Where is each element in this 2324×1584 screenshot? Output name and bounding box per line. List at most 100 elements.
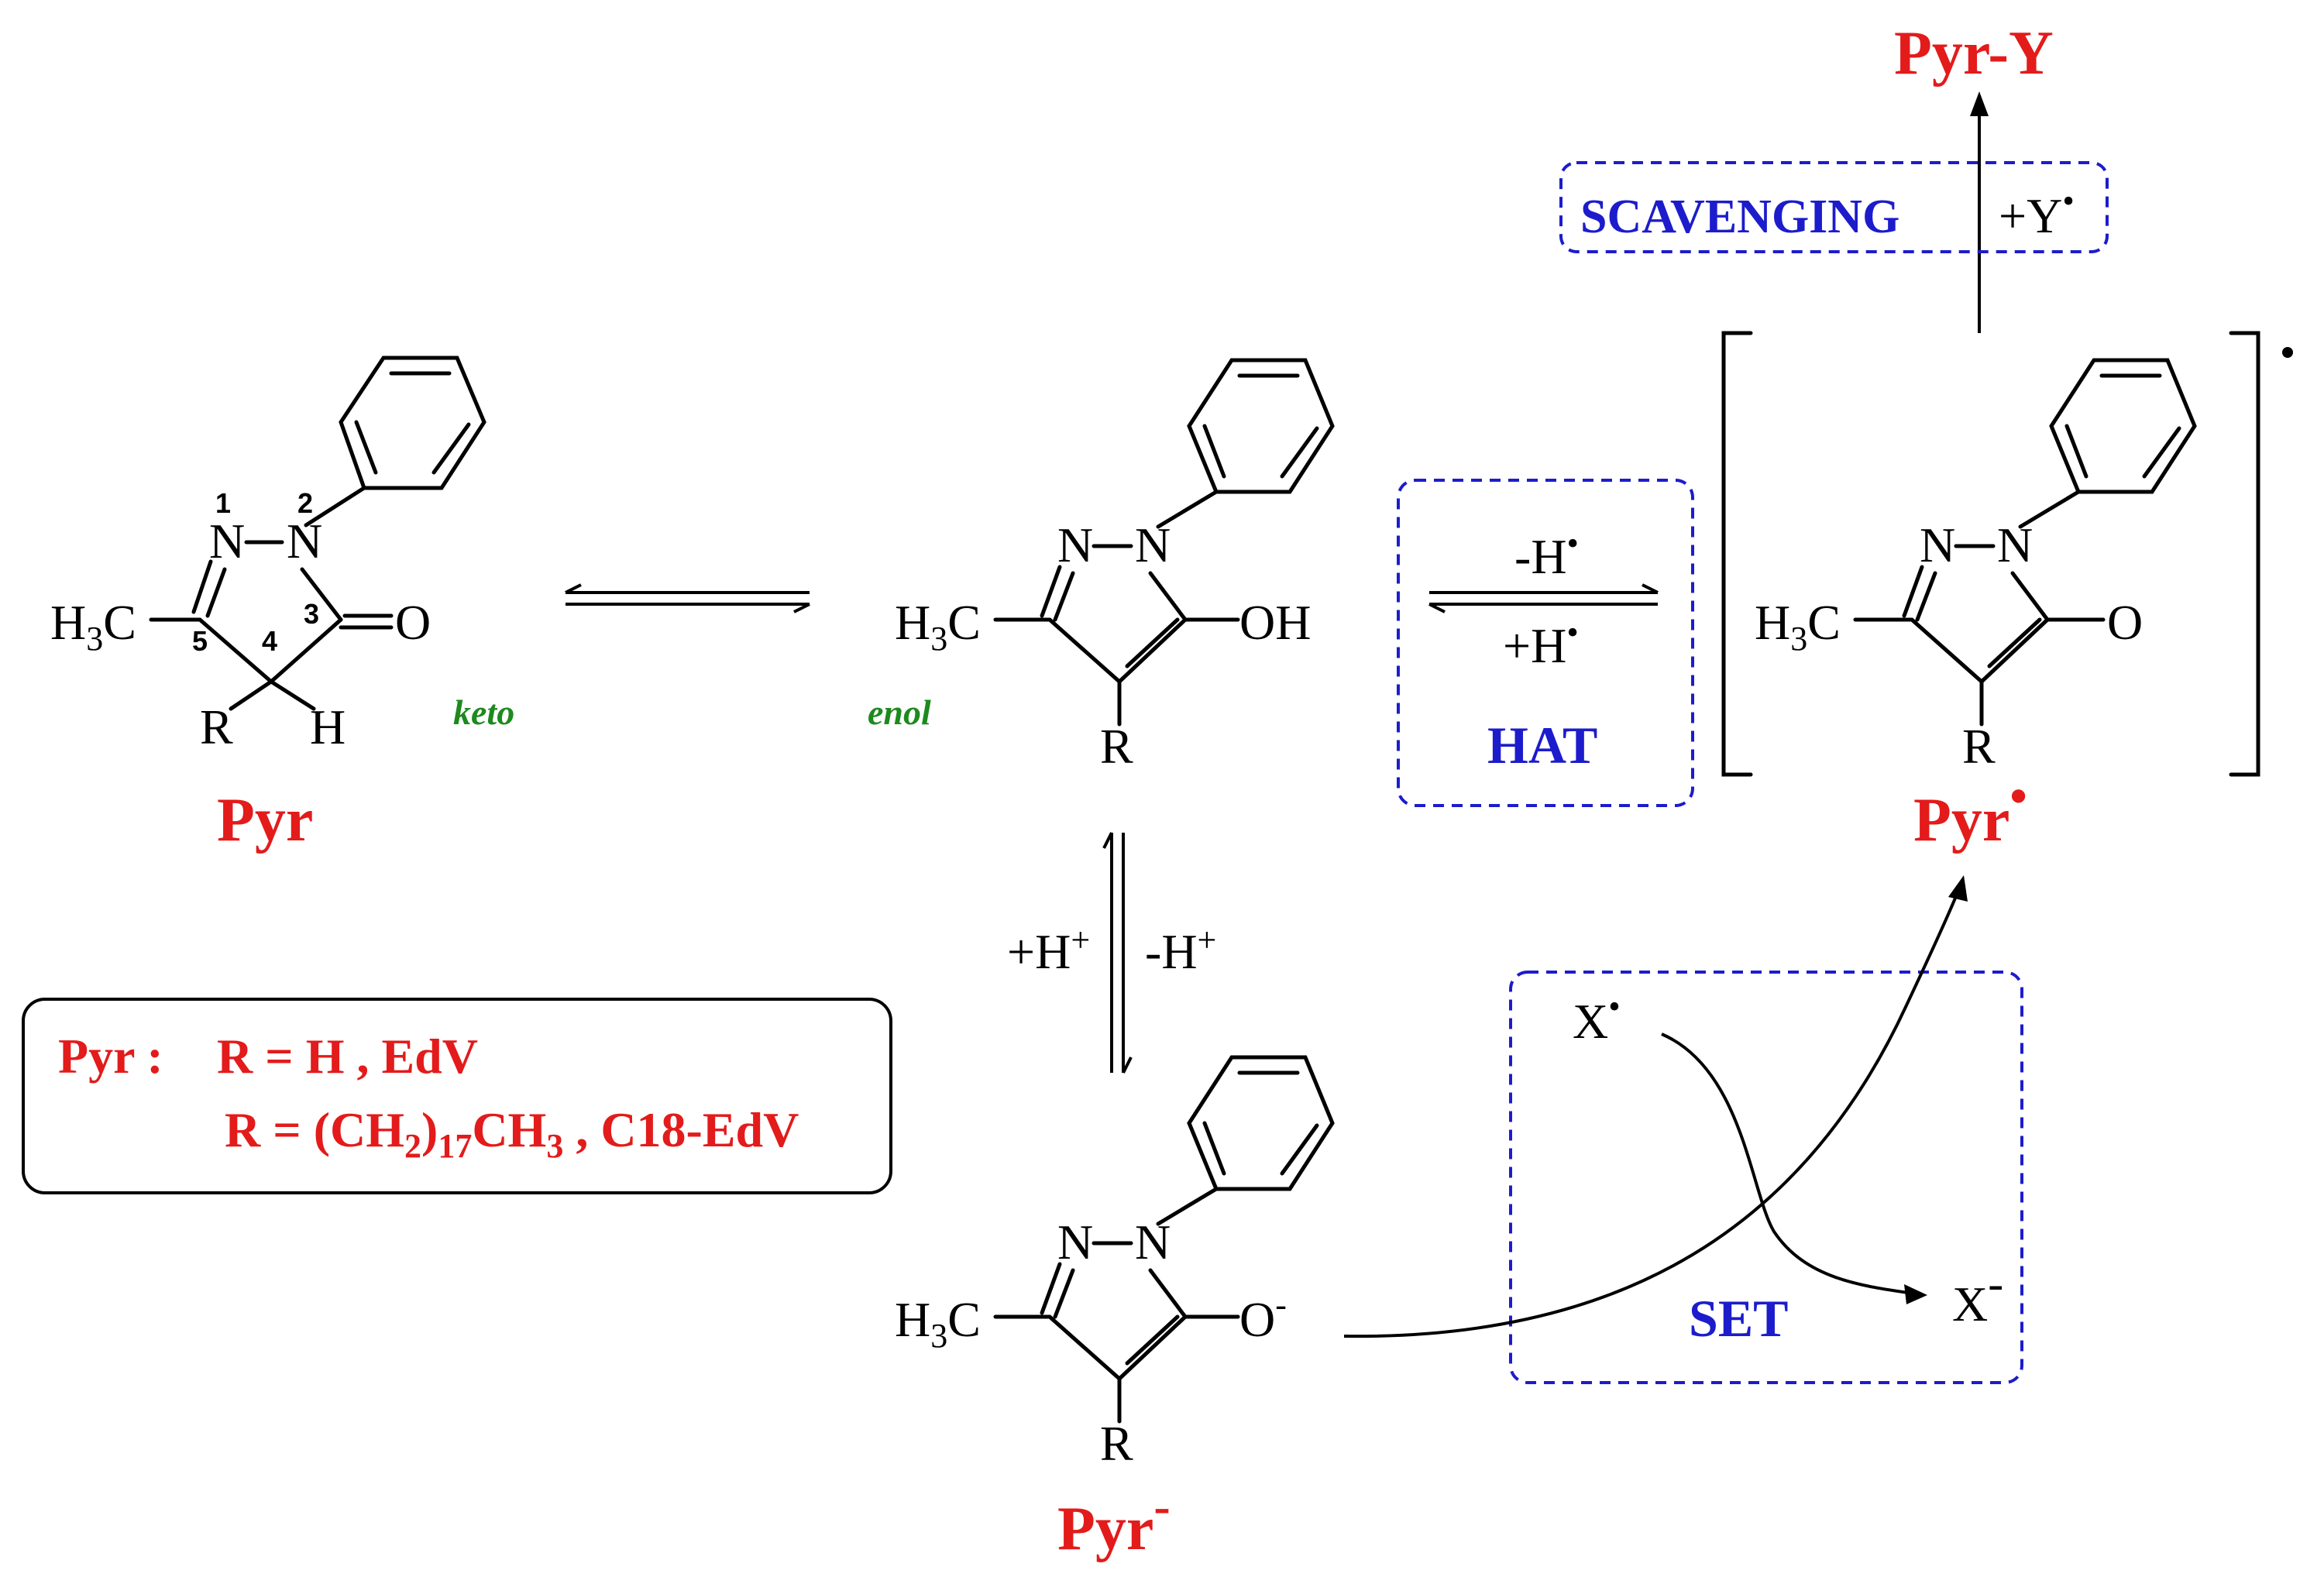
bond xyxy=(205,567,227,618)
methyl-group: H3C xyxy=(895,595,981,658)
bond xyxy=(229,679,273,711)
hat-box xyxy=(1397,479,1694,807)
bond xyxy=(1040,1262,1062,1315)
atom-h: H xyxy=(310,699,346,754)
radical-dot xyxy=(2282,347,2293,358)
atom-o: O xyxy=(2107,595,2143,650)
phenyl-ring xyxy=(339,356,486,490)
legend-box xyxy=(22,998,892,1194)
phenyl-ring xyxy=(2049,358,2197,494)
locant-2: 2 xyxy=(297,487,313,519)
label-pyr: Pyr xyxy=(217,786,313,854)
label-pyr-radical: Pyr• xyxy=(1913,768,2027,854)
label-plus-h-proton: +H+ xyxy=(1007,921,1090,979)
bond xyxy=(431,422,471,475)
locant-4: 4 xyxy=(262,625,277,657)
legend-prefix: Pyr : xyxy=(58,1029,163,1084)
atom-n1: N xyxy=(209,514,245,569)
legend-line-1: R = H , EdV xyxy=(217,1029,478,1084)
methyl-group: H3C xyxy=(50,595,136,658)
radical-structure: N N O H3C R Pyr• xyxy=(1721,331,2293,854)
anion-structure: N N O- H3C R Pyr- xyxy=(895,1055,1335,1563)
label-minus-h-radical: -H• xyxy=(1514,524,1579,584)
right-bracket xyxy=(2229,331,2260,777)
bond xyxy=(1979,617,2050,684)
label-pyr-anion: Pyr- xyxy=(1057,1479,1171,1563)
bond xyxy=(1148,571,1188,622)
hat-equilibrium-arrow xyxy=(1428,583,1659,613)
bond xyxy=(1053,1268,1075,1319)
locant-3: 3 xyxy=(304,598,319,630)
label-keto: keto xyxy=(453,692,514,732)
bond xyxy=(1047,617,1122,684)
label-minus-h-proton: -H+ xyxy=(1145,921,1216,979)
bond xyxy=(1117,1314,1188,1381)
enol-structure: N N OH H3C R enol xyxy=(868,358,1335,774)
bond xyxy=(1202,424,1226,479)
scavenging-arrow xyxy=(1970,91,1989,333)
bond xyxy=(1915,571,1937,622)
methyl-group: H3C xyxy=(1755,595,1841,658)
label-x-anion: X- xyxy=(1952,1258,2003,1331)
bond xyxy=(1148,1268,1188,1319)
atom-n1: N xyxy=(1920,517,1955,572)
phenyl-ring xyxy=(1187,358,1335,494)
bond xyxy=(1053,571,1075,622)
label-plus-h-radical: +H• xyxy=(1503,613,1579,673)
label-x-radical: X• xyxy=(1573,988,1621,1049)
set-box xyxy=(1509,971,2023,1384)
arrowhead xyxy=(1948,875,1968,902)
atom-n2: N xyxy=(1135,1215,1171,1270)
atom-oh: OH xyxy=(1239,595,1311,650)
atom-o-minus: O- xyxy=(1239,1286,1287,1347)
label-enol: enol xyxy=(868,692,931,732)
bond xyxy=(300,567,343,622)
atom-o: O xyxy=(395,595,431,650)
bond xyxy=(354,420,378,475)
atom-r: R xyxy=(1100,1416,1133,1471)
bond xyxy=(1047,1314,1122,1381)
label-scavenging: SCAVENGING xyxy=(1580,191,1899,243)
atom-n1: N xyxy=(1057,517,1093,572)
atom-n2: N xyxy=(287,514,322,569)
bond xyxy=(269,617,343,684)
locant-5: 5 xyxy=(192,625,208,657)
bond xyxy=(1040,565,1062,618)
oxidation-arrow xyxy=(1343,886,1961,1338)
bond xyxy=(1987,617,2042,668)
bond xyxy=(1910,617,1984,684)
bond xyxy=(304,486,366,527)
methyl-group: H3C xyxy=(895,1292,981,1355)
bond xyxy=(2142,426,2181,479)
deprotonation-equilibrium-arrow xyxy=(1102,832,1133,1074)
keto-structure: N N 1 2 3 4 5 O H3C R H Pyr keto xyxy=(50,356,514,854)
left-bracket xyxy=(1721,331,1753,777)
bond xyxy=(1202,1121,1226,1176)
bond xyxy=(1156,1187,1219,1226)
bond xyxy=(1125,617,1180,668)
bond xyxy=(1902,565,1924,618)
label-hat: HAT xyxy=(1487,716,1597,775)
electron-transfer-arrow xyxy=(1661,1033,1914,1295)
bond xyxy=(1125,1314,1180,1366)
tautomer-equilibrium-arrow xyxy=(565,583,810,613)
legend-line-2: R = (CH2)17CH3 , C18-EdV xyxy=(225,1102,799,1165)
atom-n2: N xyxy=(1135,517,1171,572)
atom-r: R xyxy=(1100,719,1133,774)
phenyl-ring xyxy=(1187,1055,1335,1191)
scavenging-box xyxy=(1559,161,2109,253)
bond xyxy=(1280,1123,1319,1176)
bond xyxy=(1280,426,1319,479)
arrowhead xyxy=(1904,1284,1927,1304)
atom-n2: N xyxy=(1997,517,2033,572)
atom-r: R xyxy=(1962,719,1996,774)
label-pyr-y: Pyr-Y xyxy=(1894,19,2054,88)
bond xyxy=(2064,424,2089,479)
bond xyxy=(2018,490,2081,529)
label-plus-y: +Y• xyxy=(1999,182,2075,243)
bond xyxy=(269,679,316,711)
atom-n1: N xyxy=(1057,1215,1093,1270)
bond xyxy=(1156,490,1219,529)
bond xyxy=(1117,617,1188,684)
